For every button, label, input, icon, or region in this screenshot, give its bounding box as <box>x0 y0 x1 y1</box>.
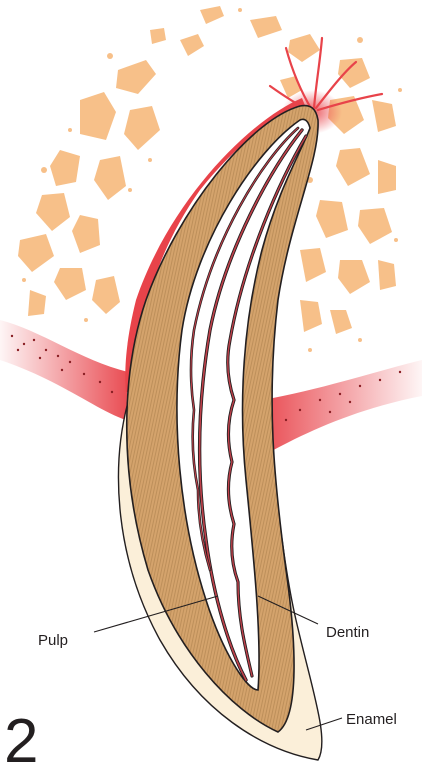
enamel-label: Enamel <box>346 711 397 728</box>
figure-number: 2 <box>4 707 38 774</box>
pulp-label: Pulp <box>38 632 68 649</box>
gingiva-left <box>0 320 128 420</box>
gingiva-right <box>262 360 422 452</box>
dentin-label: Dentin <box>326 624 369 641</box>
